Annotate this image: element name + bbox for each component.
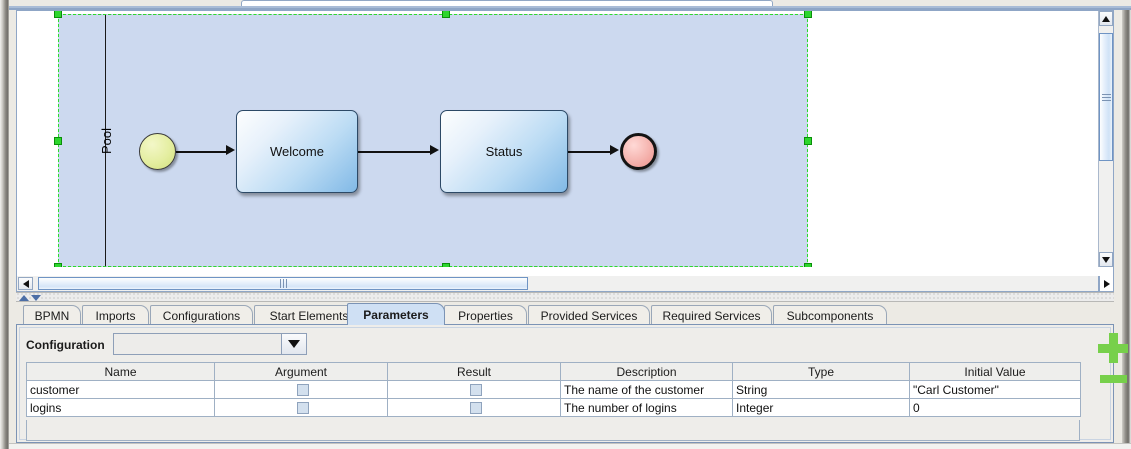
scroll-down-button[interactable] (1099, 252, 1113, 267)
window-right-border (1122, 0, 1131, 449)
configuration-dropdown-button[interactable] (282, 334, 306, 354)
sequence-flow-start-welcome[interactable] (176, 151, 228, 153)
resize-handle-middle-left[interactable] (54, 137, 62, 145)
cell-result-checkbox[interactable] (387, 380, 561, 399)
top-tab-strip (9, 0, 1131, 10)
triangle-left-icon (22, 279, 29, 288)
tab-imports[interactable]: Imports (82, 305, 149, 325)
vscrollbar-thumb[interactable] (1099, 33, 1113, 161)
canvas-vertical-scrollbar[interactable] (1098, 11, 1113, 267)
cell-result-checkbox[interactable] (387, 398, 561, 417)
canvas-horizontal-scrollbar[interactable] (16, 276, 1099, 292)
bpmn-start-event[interactable] (139, 133, 176, 170)
column-header-name[interactable]: Name (26, 362, 215, 381)
grip-icon (279, 279, 287, 288)
column-header-initial-value[interactable]: Initial Value (909, 362, 1081, 381)
bpmn-editor-panel: Pool Welcome Status (16, 10, 1114, 282)
cell-name[interactable]: logins (26, 398, 215, 417)
triangle-right-icon (1103, 279, 1110, 288)
canvas-horizontal-scrollbar-row (16, 276, 1114, 292)
tab-parameters[interactable]: Parameters (347, 303, 445, 325)
checkbox-icon[interactable] (469, 384, 482, 397)
sequence-flow-status-end[interactable] (568, 151, 612, 153)
cell-initial-value[interactable]: 0 (909, 398, 1081, 417)
bpmn-task-status[interactable]: Status (440, 110, 568, 193)
resize-handle-top-left[interactable] (54, 11, 62, 18)
parameters-table: Name Argument Result Description Type In… (26, 362, 1081, 417)
tab-start-elements[interactable]: Start Elements (254, 305, 364, 325)
table-action-buttons (1096, 331, 1131, 401)
resize-handle-bottom-left[interactable] (54, 263, 62, 267)
sequence-flow-arrowhead-1 (226, 145, 235, 155)
tab-content-panel: Configuration N (16, 324, 1128, 443)
parameters-table-wrapper: Name Argument Result Description Type In… (26, 362, 1081, 420)
selection-outline-black (58, 14, 808, 267)
configuration-combobox[interactable] (113, 333, 307, 355)
grip-icon (1101, 93, 1111, 101)
triangle-up-icon (1102, 15, 1110, 22)
top-divider-line-2 (9, 8, 1131, 10)
resize-handle-top-right[interactable] (804, 11, 812, 18)
sequence-flow-welcome-status[interactable] (358, 151, 432, 153)
collapse-up-icon[interactable] (19, 295, 29, 301)
tab-properties[interactable]: Properties (444, 305, 527, 325)
scroll-left-button[interactable] (18, 277, 33, 290)
cell-description[interactable]: The number of logins (560, 398, 733, 417)
remove-parameter-button[interactable] (1100, 375, 1127, 383)
tab-configurations[interactable]: Configurations (150, 305, 253, 325)
checkbox-icon[interactable] (296, 402, 309, 415)
add-parameter-button[interactable] (1098, 333, 1128, 363)
triangle-down-icon (1102, 256, 1110, 263)
chevron-down-icon (288, 340, 300, 348)
cell-description[interactable]: The name of the customer (560, 380, 733, 399)
table-empty-area[interactable] (26, 420, 1080, 441)
tab-bar: BPMN Imports Configurations Start Elemen… (16, 303, 1114, 325)
bpmn-end-event[interactable] (620, 133, 657, 170)
resize-handle-bottom-center[interactable] (442, 263, 450, 267)
expand-down-icon[interactable] (31, 295, 41, 301)
pool-lane-separator (105, 14, 106, 267)
bpmn-pool[interactable] (58, 14, 808, 267)
checkbox-icon[interactable] (296, 384, 309, 397)
split-pane-divider[interactable] (16, 292, 1114, 302)
properties-tab-panel: BPMN Imports Configurations Start Elemen… (16, 303, 1128, 443)
cell-type[interactable]: String (732, 380, 910, 399)
column-header-description[interactable]: Description (560, 362, 733, 381)
bpmn-canvas[interactable]: Pool Welcome Status (17, 11, 1100, 267)
table-header-row: Name Argument Result Description Type In… (26, 362, 1081, 381)
bpmn-task-welcome[interactable]: Welcome (236, 110, 358, 193)
column-header-result[interactable]: Result (387, 362, 561, 381)
tab-bpmn[interactable]: BPMN (23, 305, 81, 325)
table-row[interactable]: logins The number of logins Integer 0 (26, 398, 1081, 417)
resize-handle-top-center[interactable] (442, 11, 450, 18)
hscrollbar-thumb[interactable] (38, 277, 528, 290)
tab-required-services[interactable]: Required Services (651, 305, 772, 325)
checkbox-icon[interactable] (469, 402, 482, 415)
sequence-flow-arrowhead-2 (430, 145, 439, 155)
configuration-label: Configuration (26, 338, 105, 352)
cell-argument-checkbox[interactable] (214, 398, 388, 417)
table-row[interactable]: customer The name of the customer String… (26, 380, 1081, 399)
scroll-up-button[interactable] (1099, 11, 1113, 26)
tab-provided-services[interactable]: Provided Services (528, 305, 650, 325)
resize-handle-middle-right[interactable] (804, 137, 812, 145)
top-tab-fragment[interactable] (241, 0, 773, 9)
window-left-border (0, 0, 9, 449)
parameters-pane: Configuration N (19, 327, 1128, 441)
window-bottom-strip (9, 443, 1131, 449)
cell-argument-checkbox[interactable] (214, 380, 388, 399)
column-header-argument[interactable]: Argument (214, 362, 388, 381)
cell-name[interactable]: customer (26, 380, 215, 399)
configuration-value[interactable] (114, 334, 282, 354)
cell-initial-value[interactable]: "Carl Customer" (909, 380, 1081, 399)
tab-subcomponents[interactable]: Subcomponents (773, 305, 887, 325)
cell-type[interactable]: Integer (732, 398, 910, 417)
resize-handle-bottom-right[interactable] (804, 263, 812, 267)
sequence-flow-arrowhead-3 (610, 145, 619, 155)
scroll-right-button[interactable] (1099, 276, 1114, 292)
column-header-type[interactable]: Type (732, 362, 910, 381)
